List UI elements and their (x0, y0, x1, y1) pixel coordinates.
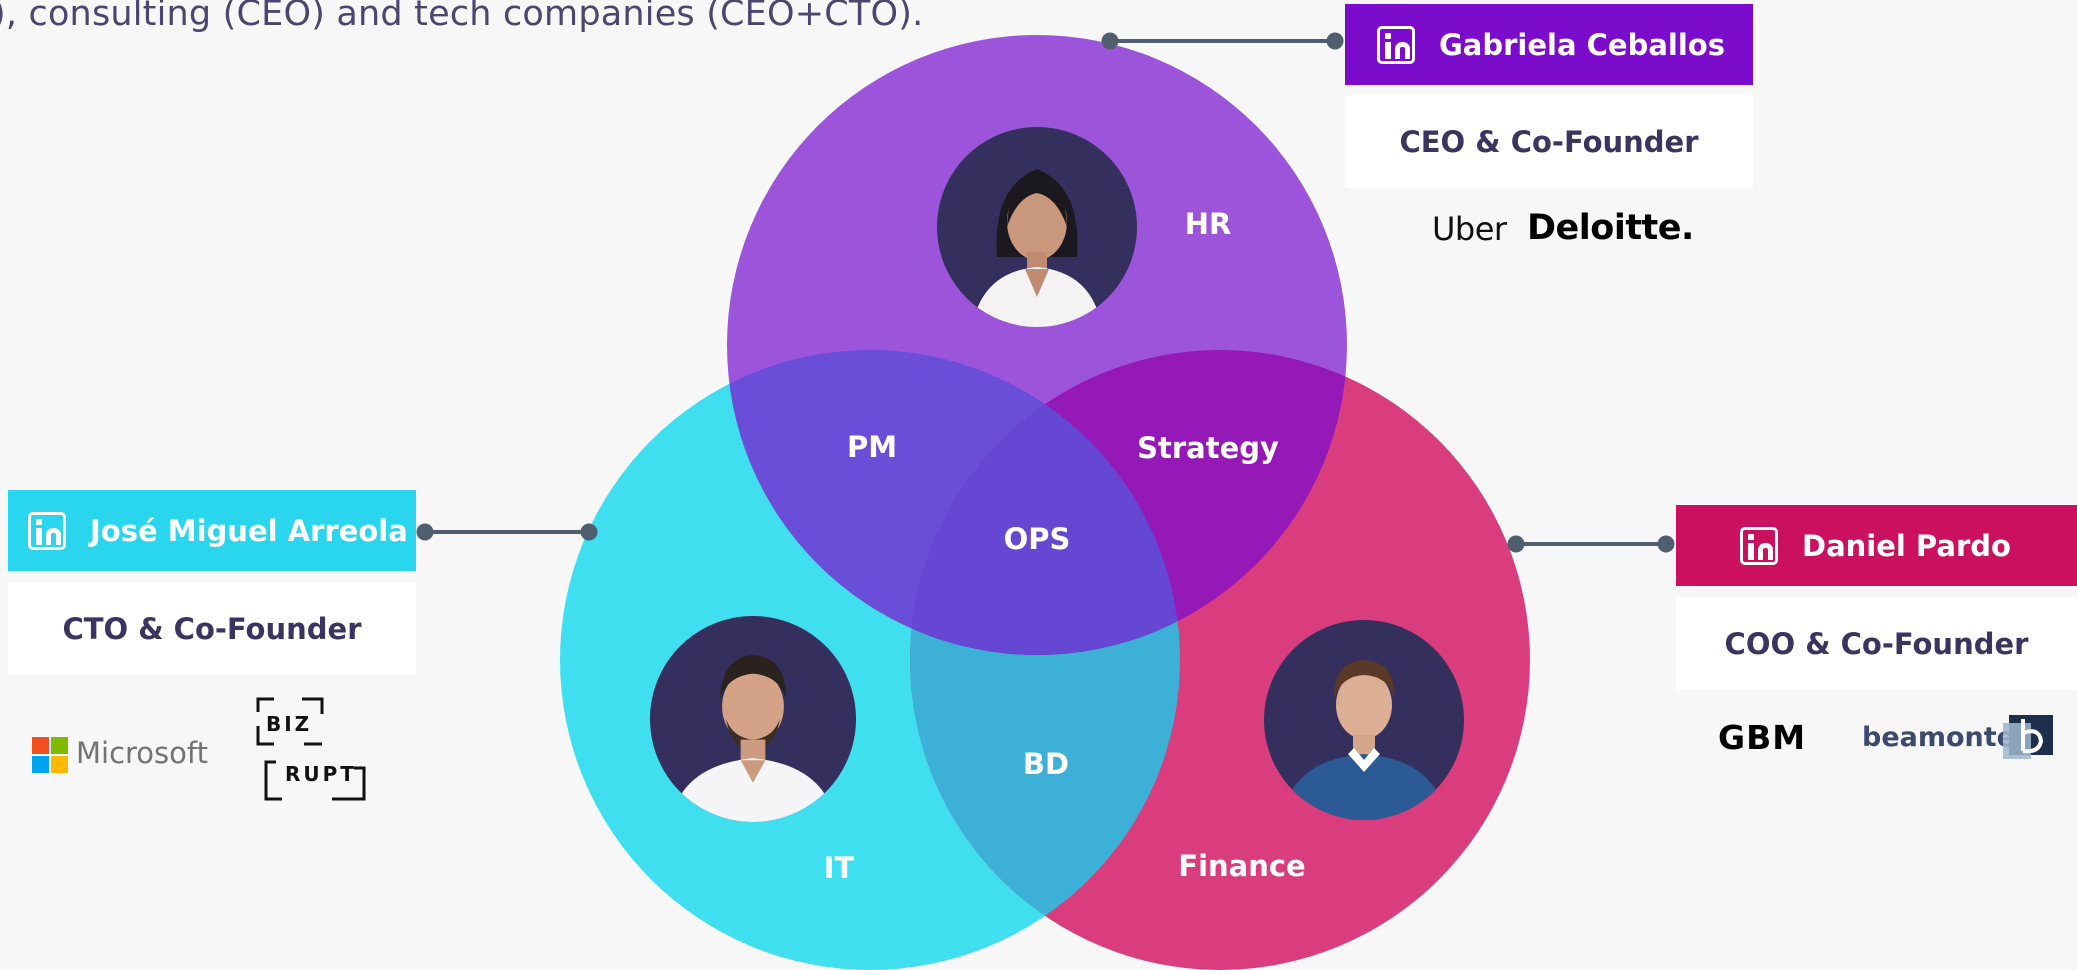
connector-jose (425, 530, 590, 534)
bizrupt-logo-biz: BIZ (266, 712, 313, 736)
microsoft-logo: Microsoft (76, 736, 208, 770)
beamonte-logo: beamonte (1862, 722, 2015, 753)
nametag-daniel[interactable]: Daniel Pardo (1676, 505, 2077, 586)
person-name: Daniel Pardo (1802, 528, 2011, 563)
connector-dot (1657, 535, 1675, 553)
gbm-logo: GBM (1718, 718, 1807, 757)
linkedin-icon[interactable] (1740, 526, 1778, 565)
connector-dot (580, 523, 598, 541)
connector-dot (1507, 535, 1525, 553)
connector-dot (416, 523, 434, 541)
nametag-jose[interactable]: José Miguel Arreola (8, 490, 416, 571)
person-role: CEO & Co-Founder (1399, 124, 1699, 159)
avatar-gabriela (937, 127, 1137, 327)
nametag-gabriela[interactable]: Gabriela Ceballos (1345, 4, 1753, 85)
venn-label-it: IT (823, 851, 855, 885)
connector-dot (1326, 32, 1344, 50)
venn-label-finance: Finance (1178, 849, 1306, 883)
bizrupt-logo-frame (256, 697, 366, 801)
rolecard-gabriela: CEO & Co-Founder (1345, 95, 1753, 188)
intro-text: ), consulting (CEO) and tech companies (… (0, 0, 924, 34)
uber-logo: Uber (1432, 210, 1507, 248)
rolecard-jose: CTO & Co-Founder (8, 582, 416, 675)
venn-label-ops: OPS (1003, 522, 1071, 556)
beamonte-icon (2003, 715, 2053, 759)
person-name: José Miguel Arreola (90, 513, 408, 548)
venn-label-hr: HR (1184, 207, 1232, 241)
connector-dot (1101, 32, 1119, 50)
rolecard-daniel: COO & Co-Founder (1676, 597, 2077, 690)
deloitte-logo: Deloitte. (1527, 208, 1694, 248)
venn-label-pm: PM (846, 430, 898, 464)
bizrupt-logo-rupt: RUPT (285, 762, 357, 786)
linkedin-icon[interactable] (1377, 25, 1415, 64)
venn-overlap-ops (910, 350, 1180, 655)
venn-label-strategy: Strategy (1137, 431, 1279, 465)
avatar-jose (650, 616, 856, 822)
linkedin-icon[interactable] (28, 511, 66, 550)
avatar-daniel (1264, 620, 1464, 820)
person-role: COO & Co-Founder (1724, 626, 2029, 661)
venn-label-bd: BD (1022, 747, 1070, 781)
person-role: CTO & Co-Founder (62, 611, 362, 646)
microsoft-icon (32, 737, 68, 773)
connector-gabriela (1110, 39, 1335, 43)
connector-daniel (1516, 542, 1666, 546)
person-name: Gabriela Ceballos (1439, 27, 1725, 62)
